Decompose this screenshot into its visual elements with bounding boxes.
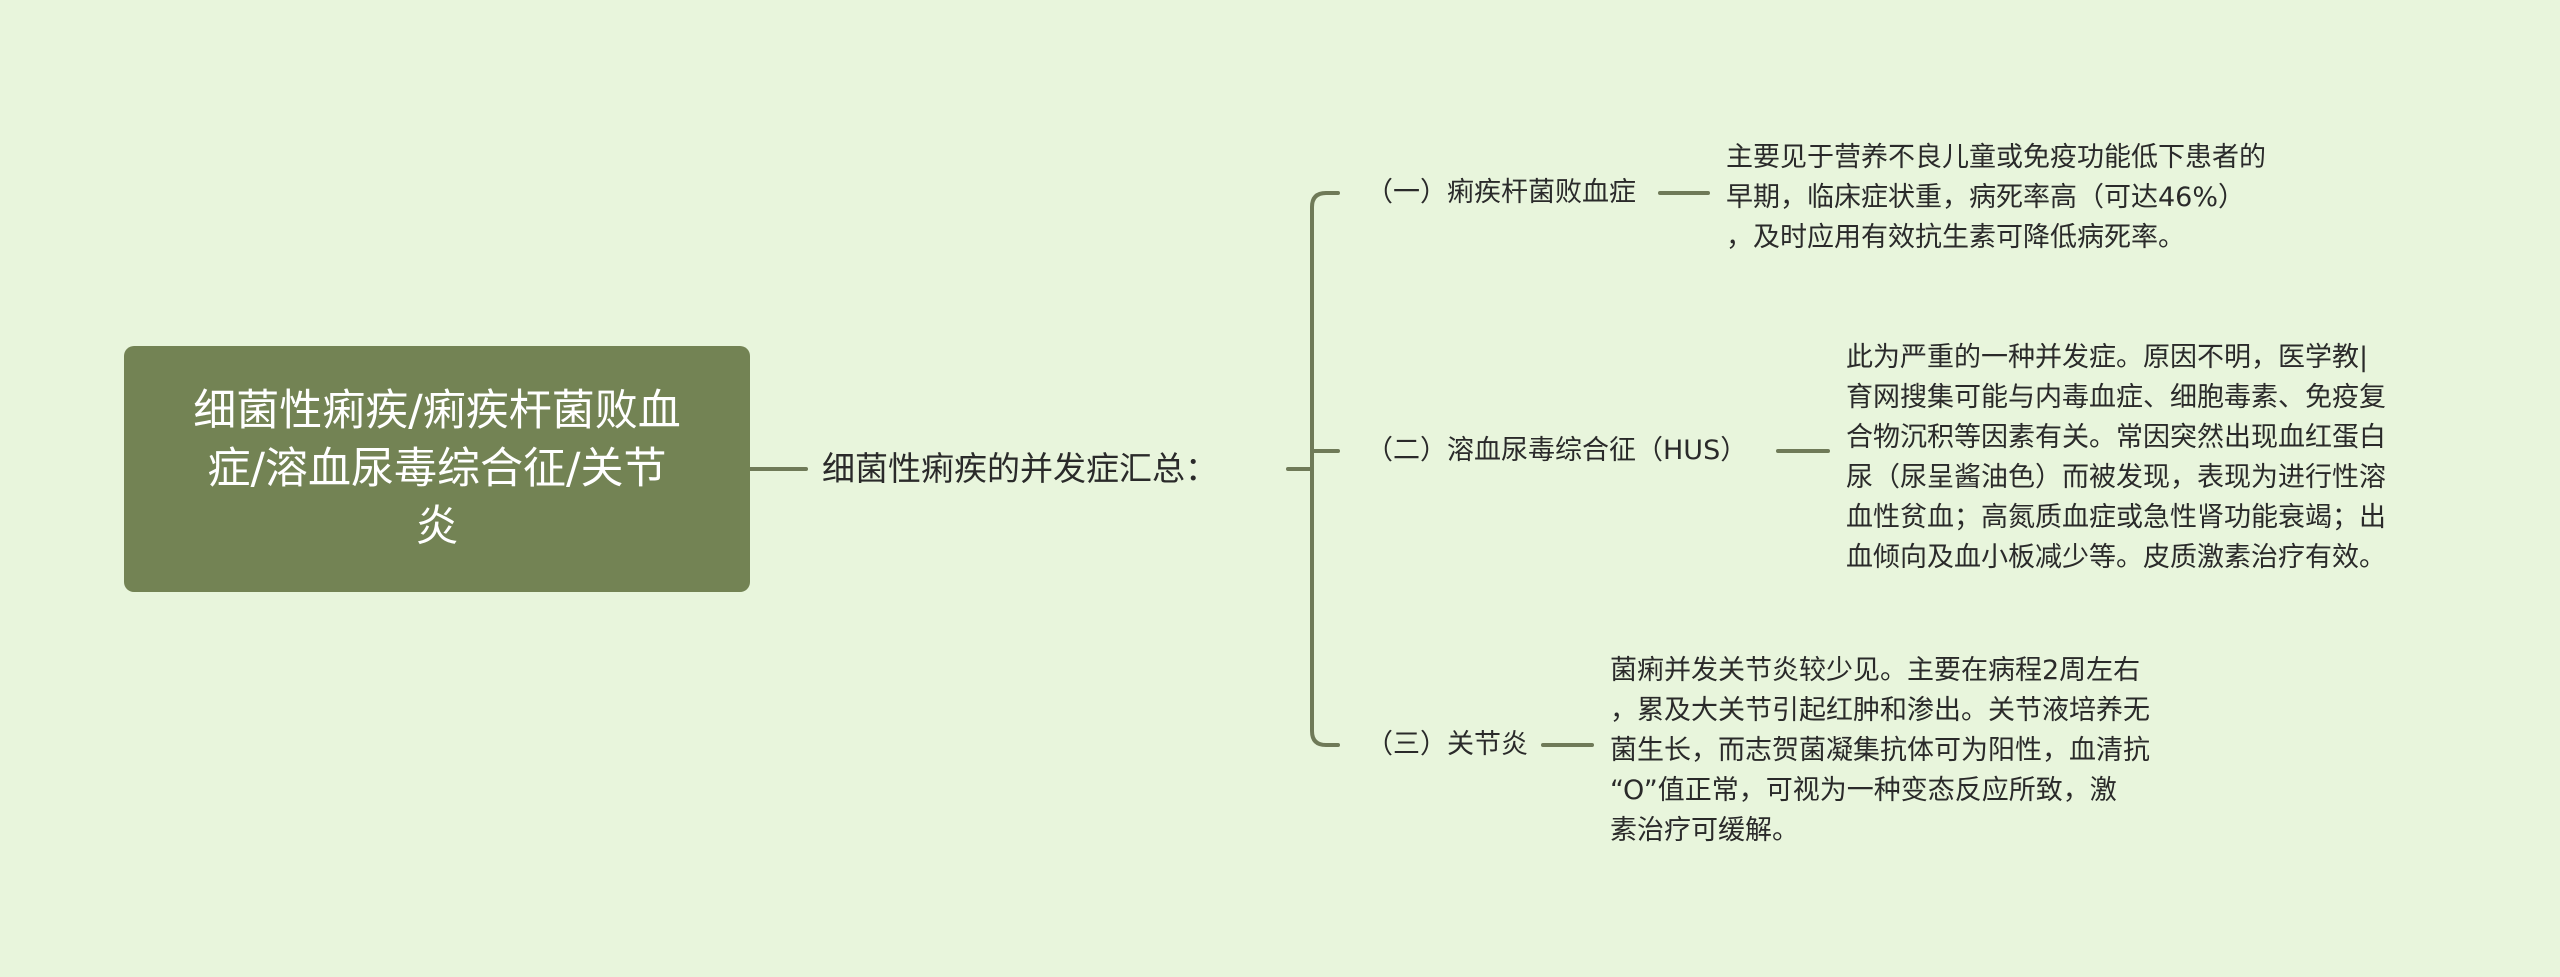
branch-node-sepsis[interactable]: （一）痢疾杆菌败血症 bbox=[1366, 177, 1636, 208]
leaf-line: 菌生长，而志贺菌凝集抗体可为阳性，血清抗 bbox=[1610, 735, 2150, 766]
leaf-line: 合物沉积等因素有关。常因突然出现血红蛋白 bbox=[1846, 422, 2386, 453]
leaf-line: 育网搜集可能与内毒血症、细胞毒素、免疫复 bbox=[1846, 382, 2386, 413]
connector-bracket-branch-3 bbox=[1310, 467, 1340, 747]
leaf-line: 血倾向及血小板减少等。皮质激素治疗有效。 bbox=[1846, 542, 2386, 573]
leaf-line: 血性贫血；高氮质血症或急性肾功能衰竭；出 bbox=[1846, 502, 2386, 533]
branch-node-hus[interactable]: （二）溶血尿毒综合征（HUS） bbox=[1366, 435, 1748, 466]
leaf-line: ，累及大关节引起红肿和渗出。关节液培养无 bbox=[1610, 695, 2150, 726]
root-node[interactable]: 细菌性痢疾/痢疾杆菌败血 症/溶血尿毒综合征/关节 炎 bbox=[124, 346, 750, 592]
leaf-line: “O”值正常，可视为一种变态反应所致，激 bbox=[1610, 775, 2117, 806]
leaf-line: 尿（尿呈酱油色）而被发现，表现为进行性溶 bbox=[1846, 462, 2386, 493]
root-line-3: 炎 bbox=[415, 502, 459, 552]
root-line-2: 症/溶血尿毒综合征/关节 bbox=[207, 444, 667, 494]
leaf-line: 菌痢并发关节炎较少见。主要在病程2周左右 bbox=[1610, 655, 2141, 686]
leaf-node-hus-detail[interactable]: 此为严重的一种并发症。原因不明，医学教| 育网搜集可能与内毒血症、细胞毒素、免疫… bbox=[1846, 338, 2386, 578]
leaf-node-sepsis-detail[interactable]: 主要见于营养不良儿童或免疫功能低下患者的 早期，临床症状重，病死率高（可达46%… bbox=[1726, 138, 2266, 258]
connector-bracket-branch-1 bbox=[1310, 191, 1340, 471]
leaf-line: ，及时应用有效抗生素可降低病死率。 bbox=[1726, 222, 2185, 253]
leaf-line: 主要见于营养不良儿童或免疫功能低下患者的 bbox=[1726, 142, 2266, 173]
leaf-line: 此为严重的一种并发症。原因不明，医学教| bbox=[1846, 342, 2369, 373]
root-line-1: 细菌性痢疾/痢疾杆菌败血 bbox=[193, 386, 681, 436]
leaf-node-arthritis-detail[interactable]: 菌痢并发关节炎较少见。主要在病程2周左右 ，累及大关节引起红肿和渗出。关节液培养… bbox=[1610, 651, 2150, 851]
leaf-line: 早期，临床症状重，病死率高（可达46%） bbox=[1726, 182, 2246, 213]
mid-node[interactable]: 细菌性痢疾的并发症汇总： bbox=[822, 449, 1218, 488]
leaf-line: 素治疗可缓解。 bbox=[1610, 815, 1799, 846]
root-node-text: 细菌性痢疾/痢疾杆菌败血 症/溶血尿毒综合征/关节 炎 bbox=[193, 382, 681, 556]
branch-node-arthritis[interactable]: （三）关节炎 bbox=[1366, 729, 1528, 760]
